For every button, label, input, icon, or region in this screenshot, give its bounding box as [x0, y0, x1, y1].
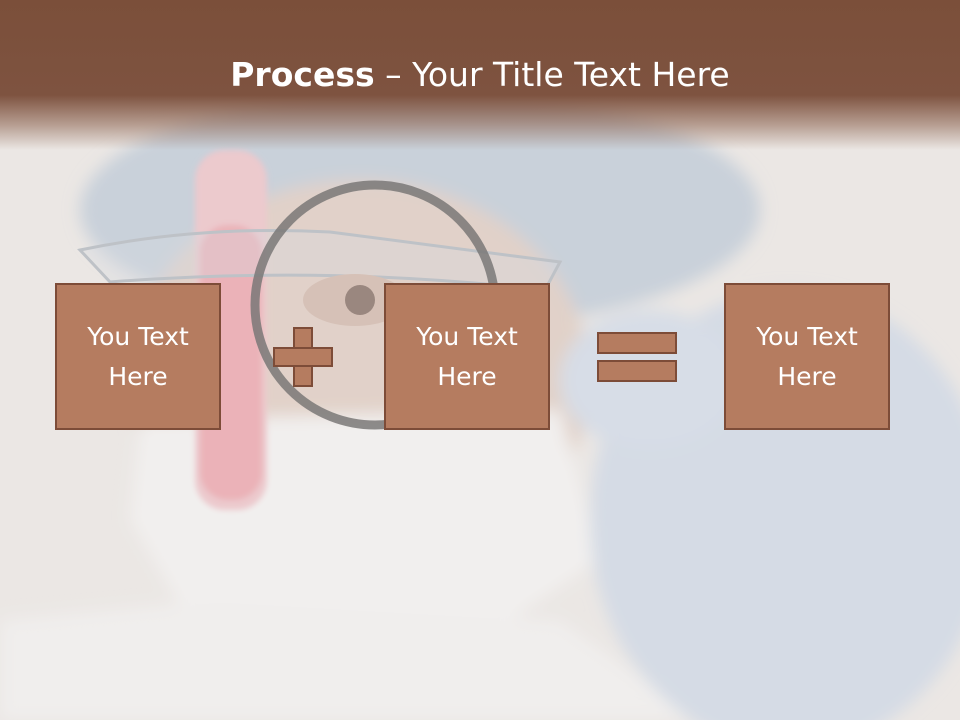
box-2-line-2: Here	[437, 361, 497, 391]
equals-top-bar	[597, 332, 677, 354]
box-2-line-1: You Text	[416, 321, 518, 351]
box-1-line-2: Here	[108, 361, 168, 391]
equals-bottom-bar	[597, 360, 677, 382]
box-3-line-2: Here	[777, 361, 837, 391]
box-1-line-1: You Text	[87, 321, 189, 351]
title-rest: – Your Title Text Here	[374, 55, 730, 94]
box-3-line-1: You Text	[756, 321, 858, 351]
title-bar	[0, 0, 960, 150]
slide-title: Process – Your Title Text Here	[0, 52, 960, 98]
title-bold: Process	[230, 55, 375, 94]
plus-center	[295, 349, 311, 365]
